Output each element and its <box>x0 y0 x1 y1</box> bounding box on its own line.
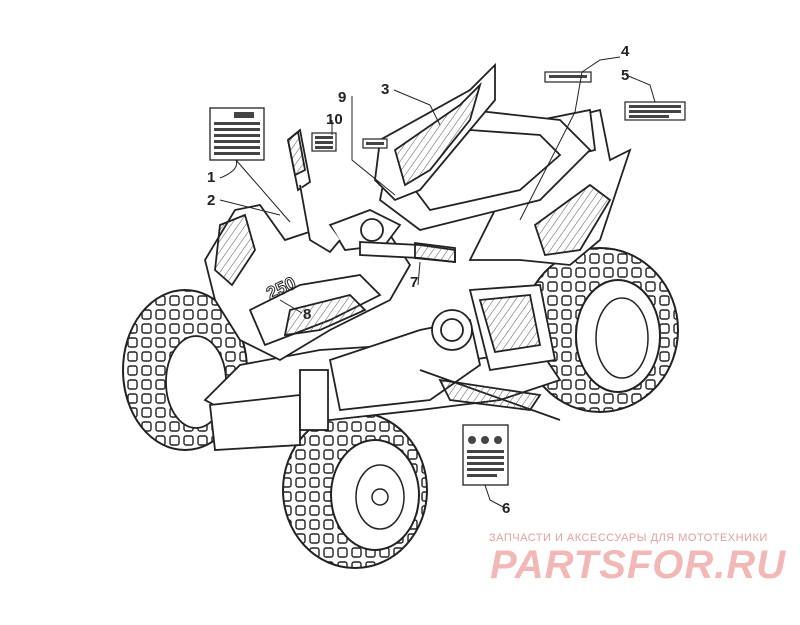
atv-frame <box>203 284 562 451</box>
decal-9-label <box>362 138 388 149</box>
callout-2: 2 <box>207 192 215 209</box>
callout-9: 9 <box>338 89 346 106</box>
watermark-subtitle: ЗАПЧАСТИ И АКСЕССУАРЫ ДЛЯ МОТОТЕХНИКИ <box>489 532 768 544</box>
callout-6: 6 <box>502 500 510 517</box>
callout-8: 8 <box>303 306 311 323</box>
decal-5-label <box>624 101 686 121</box>
callout-7: 7 <box>410 274 418 291</box>
callout-1: 1 <box>207 169 215 186</box>
front-fender <box>204 204 412 362</box>
watermark: ЗАПЧАСТИ И АКСЕССУАРЫ ДЛЯ МОТОТЕХНИКИ PA… <box>489 532 786 587</box>
side-panel-fin <box>374 62 496 202</box>
leader-lines <box>219 56 656 509</box>
callout-10: 10 <box>326 111 343 128</box>
decal-1-label <box>209 107 265 161</box>
decal-10-label <box>311 132 337 152</box>
callout-3: 3 <box>381 81 389 98</box>
watermark-logo: PARTSFOR.RU <box>490 543 786 587</box>
handlebar <box>287 128 456 264</box>
decal-4-label <box>544 71 592 83</box>
callout-4: 4 <box>621 43 630 60</box>
rear-right-wheel <box>521 247 679 413</box>
front-right-wheel <box>282 411 428 569</box>
callout-5: 5 <box>621 67 629 84</box>
decal-6-label <box>462 424 509 486</box>
